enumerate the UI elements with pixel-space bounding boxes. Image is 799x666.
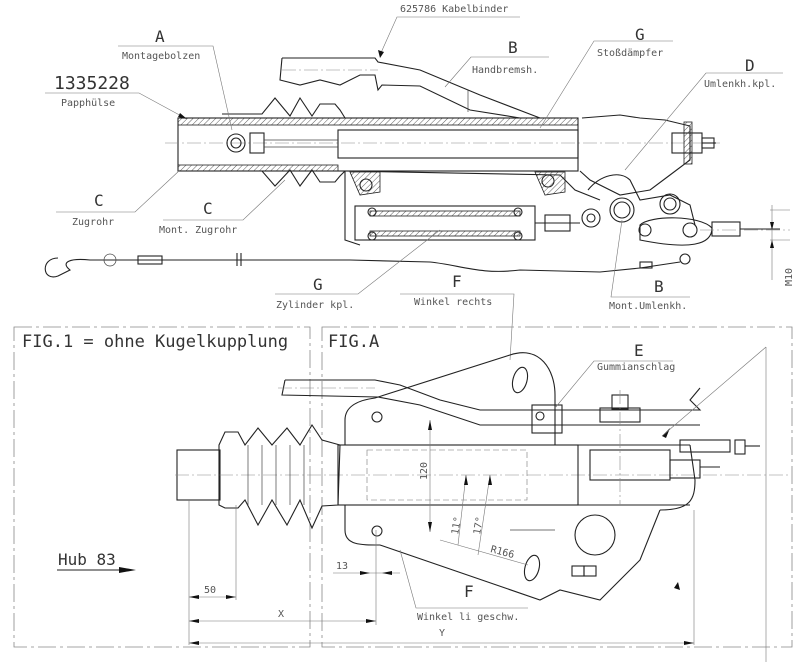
- callout-winkel-rechts: F Winkel rechts: [400, 272, 515, 361]
- figA-title: FIG.A: [328, 332, 379, 352]
- callout-umlenkh-kpl: D Umlenkh.kpl.: [624, 56, 783, 171]
- callout-stossdaempfer-letter: G: [635, 25, 645, 44]
- callout-umlenkh-kpl-text: Umlenkh.kpl.: [704, 79, 776, 90]
- callout-mont-zugrohr-letter: C: [203, 199, 213, 218]
- callout-gummianschlag: E Gummianschlag: [554, 341, 767, 437]
- callout-winkel-li-letter: F: [464, 582, 474, 601]
- breakaway-cable: [44, 257, 681, 278]
- mounting-bolt: [226, 133, 246, 153]
- callout-mont-umlenkh-text: Mont.Umlenkh.: [609, 301, 687, 312]
- callout-zugrohr-letter: C: [94, 191, 104, 210]
- fig1-title: FIG.1 = ohne Kugelkupplung: [22, 332, 288, 352]
- drawbar-tube: [177, 117, 579, 172]
- callout-handbremsh: B Handbremsh.: [444, 38, 549, 88]
- stroke-indicator: Hub 83: [57, 550, 136, 573]
- angle-plate-left: [344, 505, 661, 601]
- callout-kabelbinder: 625786 Kabelbinder: [378, 4, 520, 58]
- callout-stossdaempfer: G Stoßdämpfer: [539, 25, 673, 129]
- callout-zugrohr-text: Zugrohr: [72, 217, 114, 228]
- handbrake-lever-side: [285, 379, 702, 411]
- dimension-13: 13: [336, 561, 348, 572]
- side-view: [175, 352, 790, 601]
- housing: [579, 114, 691, 196]
- callout-kabelbinder-text: 625786 Kabelbinder: [400, 4, 508, 15]
- ball-joint: [574, 514, 616, 556]
- pivot-pin: [581, 208, 601, 228]
- callout-gummianschlag-text: Gummianschlag: [597, 362, 675, 373]
- callout-winkel-li: F Winkel li geschw.: [399, 549, 528, 623]
- tube-wall-top: [177, 117, 579, 126]
- callout-umlenkh-kpl-letter: D: [745, 56, 755, 75]
- callout-papphuelse: 1335228 Papphülse: [45, 73, 187, 119]
- callout-winkel-rechts-letter: F: [452, 272, 462, 291]
- callout-gummianschlag-letter: E: [634, 341, 644, 360]
- callout-montagebolzen-letter: A: [155, 27, 165, 46]
- fig1-frame: [13, 326, 311, 648]
- callout-montagebolzen: A Montagebolzen: [118, 27, 233, 131]
- callout-papphuelse-text: Papphülse: [61, 98, 115, 109]
- callout-mont-zugrohr: C Mont. Zugrohr: [159, 179, 286, 236]
- stroke-label: Hub 83: [58, 550, 116, 569]
- dimension-120: 120: [419, 462, 430, 480]
- callout-mont-zugrohr-text: Mont. Zugrohr: [159, 225, 237, 236]
- dimension-x: X: [278, 609, 284, 620]
- callout-montagebolzen-text: Montagebolzen: [122, 51, 200, 62]
- callout-winkel-rechts-text: Winkel rechts: [414, 297, 492, 308]
- callout-mont-umlenkh: B Mont.Umlenkh.: [609, 219, 690, 312]
- callout-zylinder-kpl-text: Zylinder kpl.: [276, 300, 354, 311]
- dimension-y: Y: [439, 628, 445, 639]
- callout-winkel-li-text: Winkel li geschw.: [417, 612, 519, 623]
- callout-zylinder-kpl: G Zylinder kpl.: [275, 229, 441, 311]
- callout-mont-umlenkh-letter: B: [654, 277, 664, 296]
- angle-plate-right: [344, 352, 556, 445]
- callout-handbremsh-letter: B: [508, 38, 518, 57]
- dimension-r166: R166: [489, 544, 515, 561]
- bellows-bottom: [222, 169, 346, 187]
- callout-stossdaempfer-text: Stoßdämpfer: [597, 48, 663, 59]
- thread-label: M10: [784, 268, 795, 286]
- callout-zugrohr: C Zugrohr: [56, 169, 181, 228]
- bellows-top: [222, 96, 346, 119]
- dimension-17-deg: 17°: [472, 516, 486, 536]
- callout-handbremsh-text: Handbremsh.: [472, 65, 538, 76]
- arrow-right-icon: [119, 567, 136, 573]
- dimension-11-deg: 11°: [450, 516, 464, 536]
- tube-wall-bottom: [177, 164, 339, 172]
- callout-papphuelse-number: 1335228: [54, 73, 130, 94]
- dimension-50: 50: [204, 585, 216, 596]
- callout-zylinder-kpl-letter: G: [313, 275, 323, 294]
- handbrake-lever: [282, 57, 541, 119]
- top-section-view: [44, 57, 790, 280]
- shock-absorber: [337, 129, 579, 159]
- figA-frame: [321, 326, 793, 648]
